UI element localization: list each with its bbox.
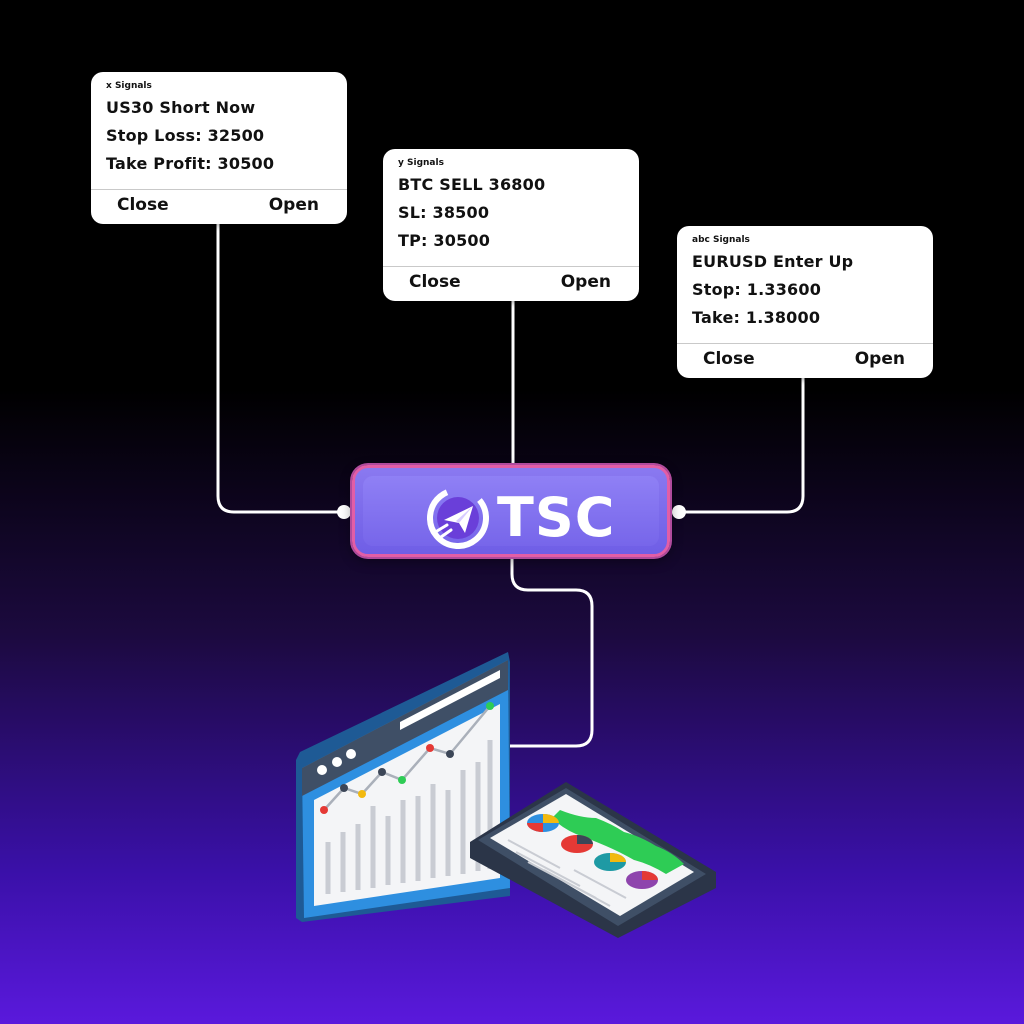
signal-instruction: US30 Short Now — [106, 98, 256, 117]
signal-source: abc Signals — [692, 235, 750, 245]
card-divider — [383, 266, 639, 267]
signal-take-profit: Take: 1.38000 — [692, 308, 821, 327]
hub-brand-name: TSC — [497, 486, 616, 549]
signal-stop-loss: Stop Loss: 32500 — [106, 126, 265, 145]
hub-port-left — [337, 505, 351, 519]
tsc-hub[interactable]: TSC — [352, 465, 670, 557]
connector-x-to-hub — [216, 224, 343, 514]
signal-card-x: x Signals US30 Short Now Stop Loss: 3250… — [91, 72, 347, 224]
card-divider — [677, 343, 933, 344]
pie-chart-tablet-icon — [470, 782, 716, 938]
signal-take-profit: Take Profit: 30500 — [106, 154, 275, 173]
signal-card-abc: abc Signals EURUSD Enter Up Stop: 1.3360… — [677, 226, 933, 378]
open-button[interactable]: Open — [560, 272, 611, 292]
close-button[interactable]: Close — [703, 349, 755, 369]
connector-abc-to-hub — [679, 378, 805, 514]
line-chart-monitor-icon — [296, 652, 510, 922]
signal-instruction: BTC SELL 36800 — [398, 175, 546, 194]
hub-port-right — [672, 505, 686, 519]
signal-stop-loss: Stop: 1.33600 — [692, 280, 822, 299]
signal-instruction: EURUSD Enter Up — [692, 252, 854, 271]
open-button[interactable]: Open — [268, 195, 319, 215]
signal-stop-loss: SL: 38500 — [398, 203, 490, 222]
open-button[interactable]: Open — [854, 349, 905, 369]
card-divider — [91, 189, 347, 190]
close-button[interactable]: Close — [409, 272, 461, 292]
close-button[interactable]: Close — [117, 195, 169, 215]
signal-take-profit: TP: 30500 — [398, 231, 491, 250]
signal-source: y Signals — [398, 158, 444, 168]
signal-card-y: y Signals BTC SELL 36800 SL: 38500 TP: 3… — [383, 149, 639, 301]
signal-source: x Signals — [106, 81, 152, 91]
paper-plane-icon — [427, 487, 489, 549]
connector-hub-to-dashboard — [510, 557, 594, 748]
hub-inner: TSC — [363, 476, 659, 549]
